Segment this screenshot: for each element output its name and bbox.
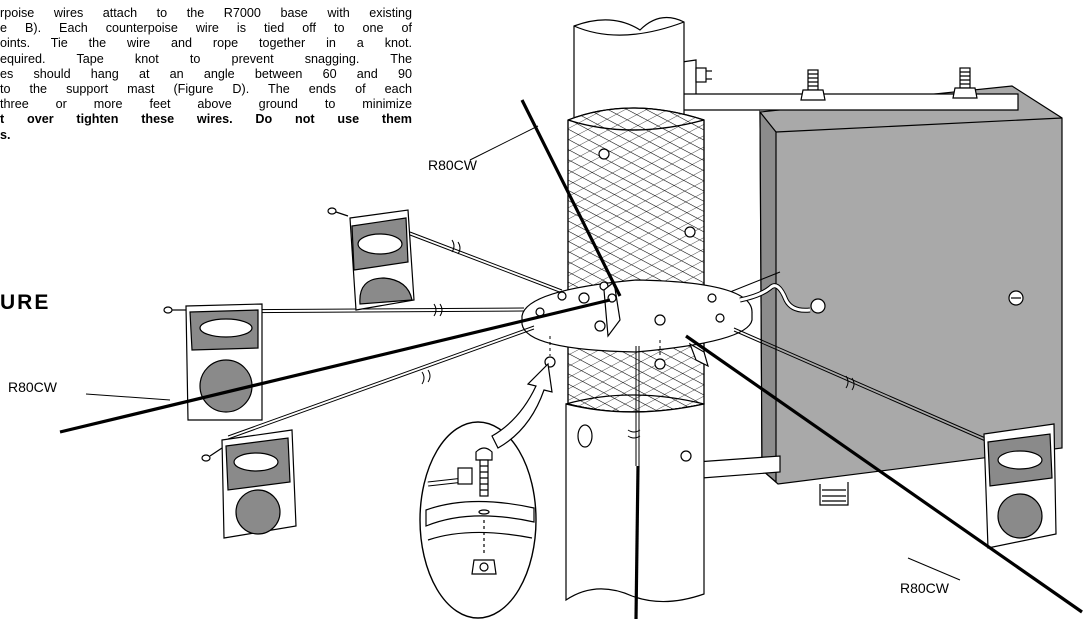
warning-card-4 [983, 423, 1057, 549]
instruction-line: rpoise wires attach to the R7000 base wi… [0, 6, 412, 20]
mounting-bracket-top [679, 59, 1019, 111]
coil-hardware [544, 148, 709, 462]
warning-card-3 [201, 429, 297, 539]
instruction-line: to the support mast (Figure D). The ends… [0, 82, 412, 97]
instruction-line: es should hang at an angle between 60 an… [0, 66, 412, 81]
callout-leader-lines [85, 125, 961, 581]
wire-break-marks [421, 239, 855, 439]
instruction-line: equired. Tape knot to prevent snagging. … [0, 51, 412, 66]
guy-rope-top [520, 99, 622, 297]
hardware-dash-lines [549, 336, 661, 356]
warning-card-1 [327, 207, 415, 311]
instruction-paragraph: rpoise wires attach to the R7000 base wi… [0, 6, 412, 143]
equipment-box [759, 85, 1063, 506]
support-mast-upper [573, 16, 685, 121]
detail-inset [419, 421, 537, 619]
guy-rope-right [685, 334, 1083, 614]
counterpoise-wire-left-lower [227, 325, 535, 440]
callout-label-right: R80CW [900, 580, 950, 596]
coax-cable [739, 283, 826, 314]
callout-label-top: R80CW [428, 157, 478, 173]
guy-rope-left [59, 298, 611, 434]
warning-card-2 [163, 303, 263, 421]
instruction-line: e B). Each counterpoise wire is tied off… [0, 21, 412, 36]
support-mast-lower [565, 394, 705, 603]
counterpoise-wire-down [635, 346, 640, 466]
instruction-line: oints. Tie the wire and rope together in… [0, 36, 412, 51]
figure-heading: URE [0, 291, 51, 314]
guy-rope-bottom [634, 465, 640, 619]
counterpoise-wire-right [733, 327, 991, 444]
instruction-warning-line: t over tighten these wires. Do not use t… [0, 112, 412, 127]
callout-label-left: R80CW [8, 379, 58, 395]
detail-pointer-arrow [491, 362, 553, 449]
instruction-line: three or more feet above ground to minim… [0, 97, 412, 112]
instruction-warning-line: s. [0, 127, 11, 142]
